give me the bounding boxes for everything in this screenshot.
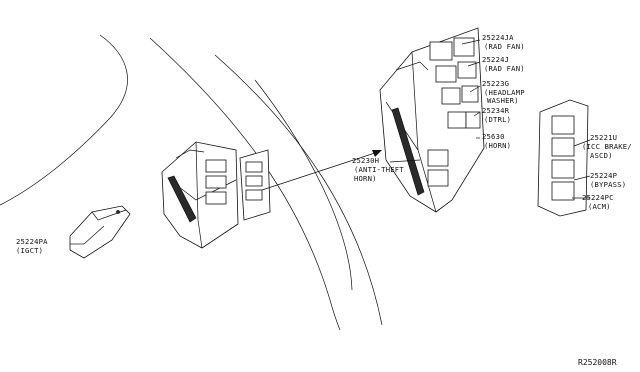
label-25230h: 25230H [352,156,379,165]
label-25224pc-desc: (ACM) [588,202,611,211]
label-25224p-desc: (BYPASS) [590,180,626,189]
label-25223g-desc: (HEADLAMP [484,88,525,97]
ipdm-main-box [379,27,485,213]
label-25224j-desc: (RAD FAN) [484,64,525,73]
label-25221u-desc: (ICC BRAKE/ [582,142,632,151]
label-25224pa-desc: (IGCT) [16,246,43,255]
label-25234r-desc: (DTRL) [484,115,511,124]
label-25223g-desc2: WASHER) [487,96,519,105]
label-25221u-desc2: ASCD) [590,151,613,160]
diagram-reference: R252008R [578,358,617,367]
body-outline [0,34,383,331]
label-25234r: 25234R [482,106,510,115]
relay-strip-right [537,99,589,217]
label-25224pa: 25224PA [16,237,48,246]
relay-bracket-left [69,205,131,259]
label-25224j: 25224J [482,55,509,64]
label-25221u: 25221U [590,133,617,142]
label-25223g: 25223G [482,79,509,88]
leader-lines [70,39,591,245]
label-25630: 25630 [482,132,505,141]
label-25230h-desc2: HORN) [354,174,377,183]
callout-labels: 25224PA (IGCT) 25224JA (RAD FAN) 25224J … [16,33,632,255]
relay-block-center [239,149,271,221]
ipdm-center [161,141,239,249]
label-25630-desc: (HORN) [484,141,511,150]
label-25224pc: 25224PC [582,193,614,202]
arrow-callout [261,150,382,191]
label-25224p: 25224P [590,171,617,180]
label-25224ja: 25224JA [482,33,514,42]
label-25230h-desc: (ANTI-THEFT [354,165,404,174]
label-25224ja-desc: (RAD FAN) [484,42,525,51]
